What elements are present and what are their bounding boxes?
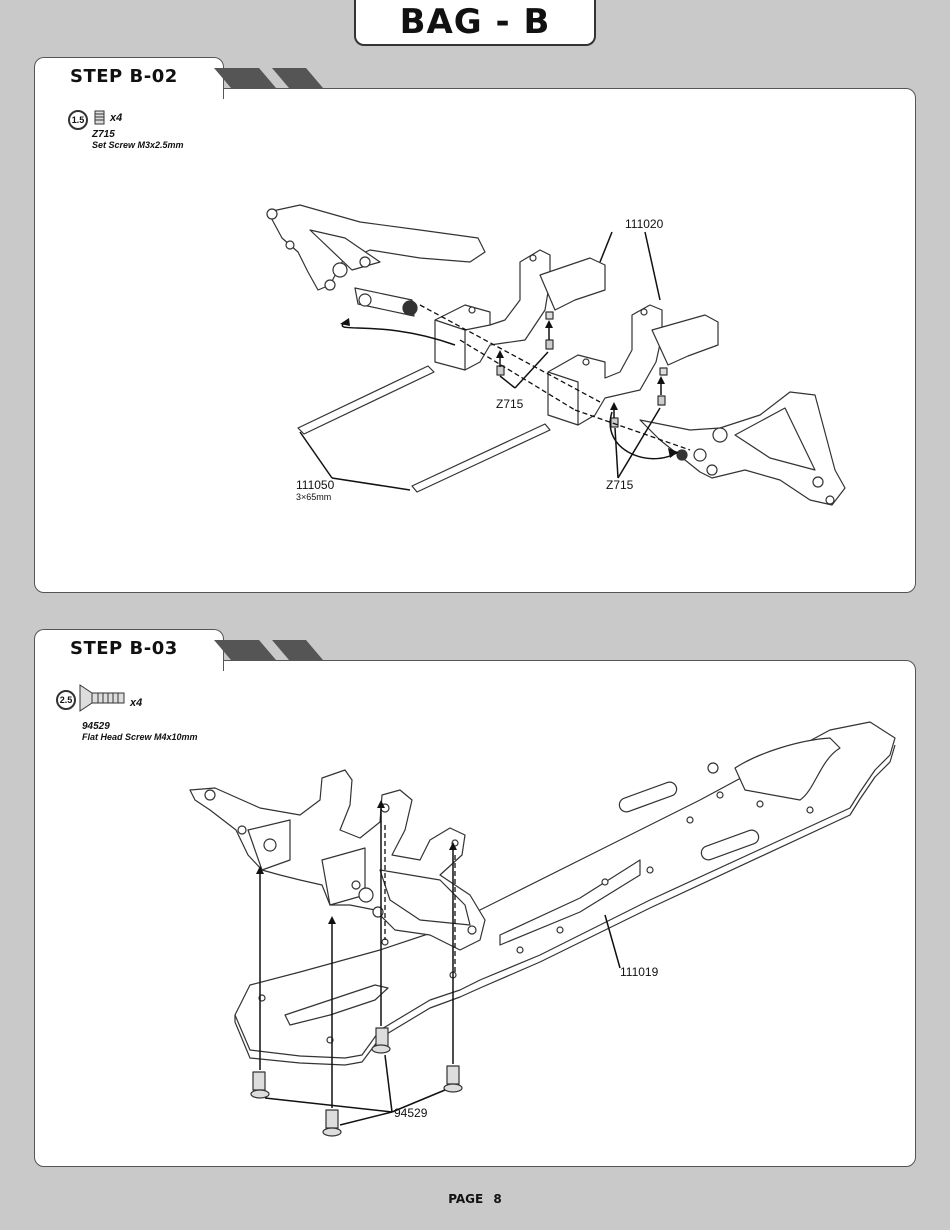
chassis-part-label: 111019 [620, 965, 658, 979]
page-footer: PAGE 8 [0, 1192, 950, 1206]
page-label: PAGE [448, 1192, 483, 1206]
flat-head-screw-label: 94529 [394, 1106, 427, 1120]
page-number: 8 [493, 1192, 501, 1206]
